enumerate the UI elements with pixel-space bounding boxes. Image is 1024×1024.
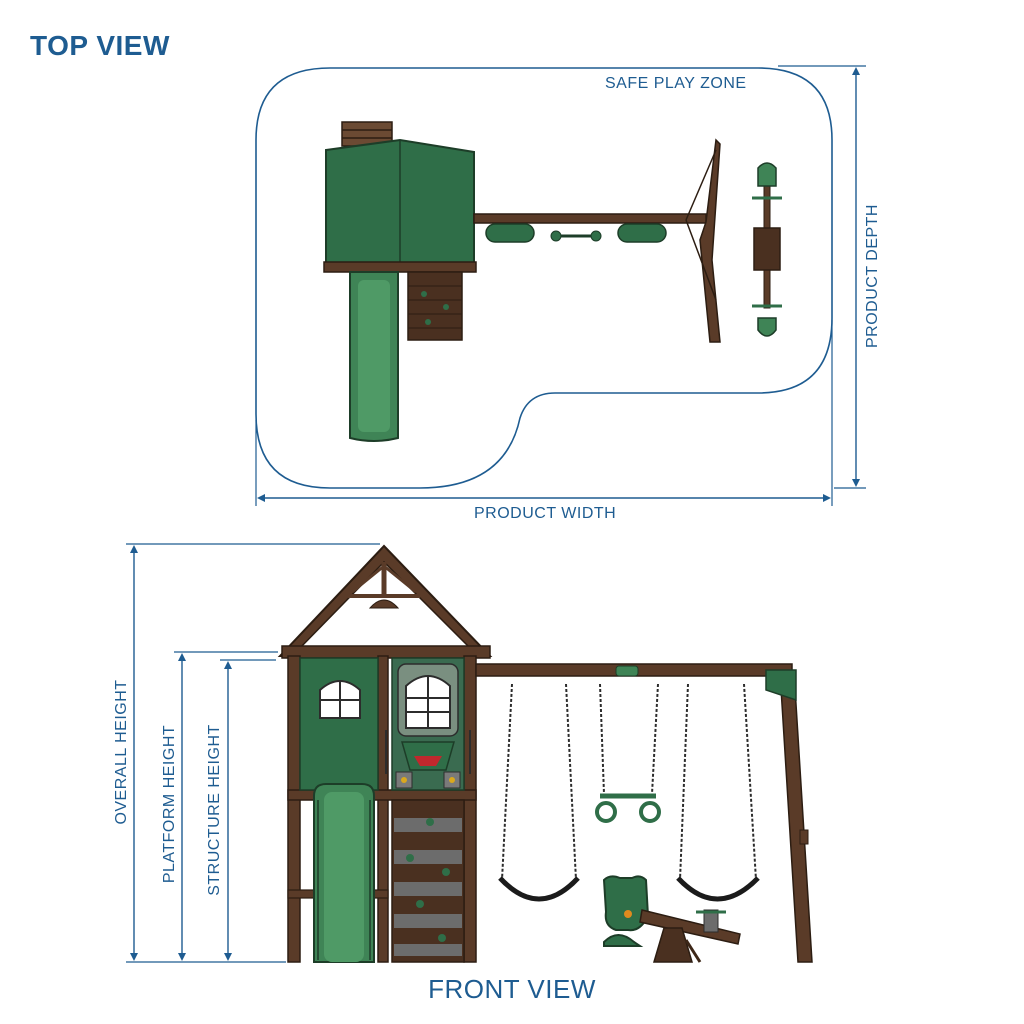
window-right bbox=[397, 663, 459, 737]
swing-beam-front bbox=[475, 663, 813, 963]
overall-height-label: OVERALL HEIGHT bbox=[113, 679, 130, 825]
belt-swing-right bbox=[676, 683, 760, 902]
swing-beam-top bbox=[473, 138, 721, 343]
top-view-title: TOP VIEW bbox=[30, 30, 170, 61]
teeter-totter-top bbox=[752, 162, 782, 337]
climbing-wall-top bbox=[407, 271, 463, 341]
top-view bbox=[255, 65, 866, 506]
front-view-title: FRONT VIEW bbox=[428, 974, 596, 1004]
structure-height-label: STRUCTURE HEIGHT bbox=[206, 724, 223, 896]
teeter-totter-front bbox=[602, 875, 741, 963]
climbing-wall-front bbox=[391, 799, 465, 963]
canopy-roof-top bbox=[323, 138, 477, 273]
slide-top bbox=[349, 271, 399, 442]
swing-seats-top bbox=[485, 223, 667, 243]
product-depth-label: PRODUCT DEPTH bbox=[864, 204, 881, 348]
product-width-label: PRODUCT WIDTH bbox=[474, 505, 617, 522]
belt-swing-left bbox=[498, 683, 580, 902]
platform-height-label: PLATFORM HEIGHT bbox=[161, 724, 178, 884]
slide-front bbox=[313, 783, 375, 963]
safe-play-zone-outline bbox=[255, 67, 833, 489]
control-panel bbox=[385, 730, 471, 789]
front-roof bbox=[277, 544, 493, 659]
safe-play-zone-label: SAFE PLAY ZONE bbox=[605, 75, 747, 92]
front-view bbox=[126, 543, 813, 963]
window-left bbox=[319, 680, 361, 719]
trapeze-bar bbox=[595, 683, 661, 823]
